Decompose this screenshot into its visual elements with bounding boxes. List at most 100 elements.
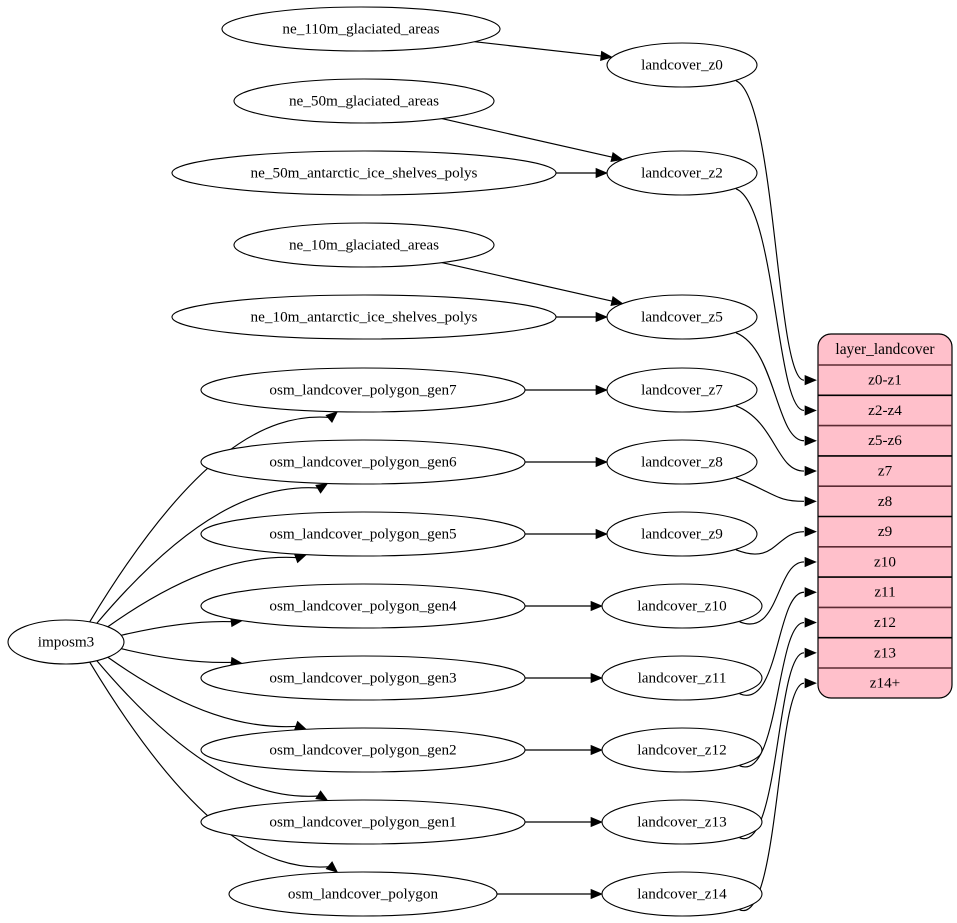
node-ellipse-ne_10m_antarctic_ice_shelves_polys: [171, 294, 557, 340]
edges-layer: [89, 41, 817, 911]
node-label-landcover_z8: landcover_z8: [641, 453, 723, 470]
table-row-label: z11: [874, 584, 895, 601]
edge-imposm3-to-osm_landcover_polygon_gen2: [107, 656, 298, 728]
node-label-osm_landcover_polygon_gen7: osm_landcover_polygon_gen7: [269, 381, 457, 398]
layer-landcover-table[interactable]: layer_landcoverz0-z1z2-z4z5-z6z7z8z9z10z…: [817, 333, 953, 699]
node-label-osm_landcover_polygon_gen3: osm_landcover_polygon_gen3: [269, 669, 456, 686]
node-ellipse-landcover_z8: [606, 439, 758, 485]
node-ellipse-landcover_z9: [606, 511, 758, 557]
edge-arrowhead: [610, 152, 624, 163]
edge-arrowhead: [595, 311, 608, 323]
node-label-osm_landcover_polygon_gen5: osm_landcover_polygon_gen5: [269, 525, 456, 542]
node-label-osm_landcover_polygon_gen2: osm_landcover_polygon_gen2: [269, 741, 456, 758]
node-landcover_z0[interactable]: landcover_z0: [606, 42, 758, 88]
table-row-label: z14+: [870, 675, 901, 692]
node-osm_landcover_polygon[interactable]: osm_landcover_polygon: [228, 871, 498, 917]
node-osm_landcover_polygon_gen5[interactable]: osm_landcover_polygon_gen5: [200, 511, 526, 557]
node-ne_50m_antarctic_ice_shelves_polys[interactable]: ne_50m_antarctic_ice_shelves_polys: [171, 150, 557, 196]
node-imposm3[interactable]: imposm3: [7, 619, 125, 665]
table-row-z10[interactable]: z10: [818, 547, 952, 577]
edge-imposm3-to-osm_landcover_polygon_gen4: [121, 620, 234, 636]
edge-imposm3-to-osm_landcover_polygon_gen6: [96, 487, 320, 624]
node-osm_landcover_polygon_gen3[interactable]: osm_landcover_polygon_gen3: [200, 655, 526, 701]
edge-imposm3-to-osm_landcover_polygon_gen3: [121, 648, 234, 664]
node-osm_landcover_polygon_gen2[interactable]: osm_landcover_polygon_gen2: [200, 727, 526, 773]
node-label-osm_landcover_polygon_gen1: osm_landcover_polygon_gen1: [269, 813, 456, 830]
node-landcover_z13[interactable]: landcover_z13: [601, 799, 763, 845]
node-ellipse-landcover_z13: [601, 799, 763, 845]
edge-imposm3-to-osm_landcover_polygon_gen1: [96, 660, 320, 797]
edge-ne_110m_glaciated_areas-to-landcover_z0: [474, 41, 603, 57]
table-row-z13[interactable]: z13: [818, 638, 952, 668]
node-osm_landcover_polygon_gen4[interactable]: osm_landcover_polygon_gen4: [200, 583, 526, 629]
edge-arrowhead: [804, 526, 817, 537]
node-ellipse-imposm3: [7, 619, 125, 665]
node-label-osm_landcover_polygon: osm_landcover_polygon: [288, 885, 439, 902]
node-ne_50m_glaciated_areas[interactable]: ne_50m_glaciated_areas: [233, 78, 495, 124]
edge-landcover_z12-to-z12: [739, 621, 805, 768]
node-label-landcover_z5: landcover_z5: [641, 308, 723, 325]
node-ne_10m_glaciated_areas[interactable]: ne_10m_glaciated_areas: [233, 222, 495, 268]
edge-landcover_z9-to-z9: [735, 531, 805, 555]
node-ellipse-ne_110m_glaciated_areas: [221, 6, 501, 52]
node-ellipse-landcover_z2: [606, 150, 758, 196]
table-row-z11[interactable]: z11: [818, 577, 952, 607]
table-row-label: z5-z6: [868, 432, 902, 449]
table-row-label: z13: [874, 644, 896, 661]
edge-arrowhead: [610, 296, 624, 307]
node-osm_landcover_polygon_gen6[interactable]: osm_landcover_polygon_gen6: [200, 439, 526, 485]
edge-arrowhead: [325, 861, 339, 873]
node-label-landcover_z14: landcover_z14: [637, 885, 727, 902]
node-label-landcover_z12: landcover_z12: [637, 741, 726, 758]
node-landcover_z11[interactable]: landcover_z11: [601, 655, 763, 701]
node-ne_10m_antarctic_ice_shelves_polys[interactable]: ne_10m_antarctic_ice_shelves_polys: [171, 294, 557, 340]
edge-arrowhead: [804, 587, 817, 598]
edge-arrowhead: [804, 678, 817, 689]
node-landcover_z12[interactable]: landcover_z12: [601, 727, 763, 773]
table-row-z12[interactable]: z12: [818, 607, 952, 637]
node-landcover_z9[interactable]: landcover_z9: [606, 511, 758, 557]
node-label-imposm3: imposm3: [38, 633, 95, 650]
node-ellipse-landcover_z5: [606, 294, 758, 340]
table-row-z5-z6[interactable]: z5-z6: [818, 426, 952, 456]
edge-landcover_z5-to-z5-z6: [735, 332, 805, 442]
node-landcover_z2[interactable]: landcover_z2: [606, 150, 758, 196]
node-osm_landcover_polygon_gen1[interactable]: osm_landcover_polygon_gen1: [200, 799, 526, 845]
node-label-osm_landcover_polygon_gen4: osm_landcover_polygon_gen4: [269, 597, 457, 614]
edge-landcover_z13-to-z13: [739, 652, 805, 840]
table-row-z8[interactable]: z8: [818, 486, 952, 516]
node-landcover_z5[interactable]: landcover_z5: [606, 294, 758, 340]
edge-arrowhead: [325, 411, 339, 423]
node-landcover_z10[interactable]: landcover_z10: [601, 583, 763, 629]
edge-arrowhead: [590, 744, 603, 756]
node-label-landcover_z9: landcover_z9: [641, 525, 723, 542]
edge-landcover_z0-to-z0-z1: [735, 80, 805, 381]
node-osm_landcover_polygon_gen7[interactable]: osm_landcover_polygon_gen7: [200, 367, 526, 413]
edge-landcover_z8-to-z8: [735, 477, 805, 502]
edge-arrowhead: [804, 647, 817, 658]
table-row-z9[interactable]: z9: [818, 517, 952, 547]
table-row-z7[interactable]: z7: [818, 456, 952, 486]
table-row-z2-z4[interactable]: z2-z4: [818, 395, 952, 425]
node-ne_110m_glaciated_areas[interactable]: ne_110m_glaciated_areas: [221, 6, 501, 52]
node-landcover_z7[interactable]: landcover_z7: [606, 367, 758, 413]
node-label-ne_50m_glaciated_areas: ne_50m_glaciated_areas: [289, 92, 439, 109]
node-landcover_z8[interactable]: landcover_z8: [606, 439, 758, 485]
edge-arrowhead: [804, 465, 817, 477]
table-row-label: z10: [874, 553, 896, 570]
edge-arrowhead: [315, 482, 329, 494]
table-row-z14+[interactable]: z14+: [818, 668, 952, 698]
edge-imposm3-to-osm_landcover_polygon_gen5: [107, 556, 298, 628]
edge-arrowhead: [590, 672, 603, 684]
edge-arrowhead: [600, 50, 613, 61]
node-label-landcover_z7: landcover_z7: [641, 381, 723, 398]
table-row-z0-z1[interactable]: z0-z1: [818, 365, 952, 395]
node-ellipse-osm_landcover_polygon_gen3: [200, 655, 526, 701]
table-row-label: z9: [878, 523, 892, 540]
edge-landcover_z11-to-z11: [739, 591, 805, 696]
node-landcover_z14[interactable]: landcover_z14: [601, 871, 763, 917]
edge-arrowhead: [315, 790, 329, 802]
node-ellipse-landcover_z11: [601, 655, 763, 701]
